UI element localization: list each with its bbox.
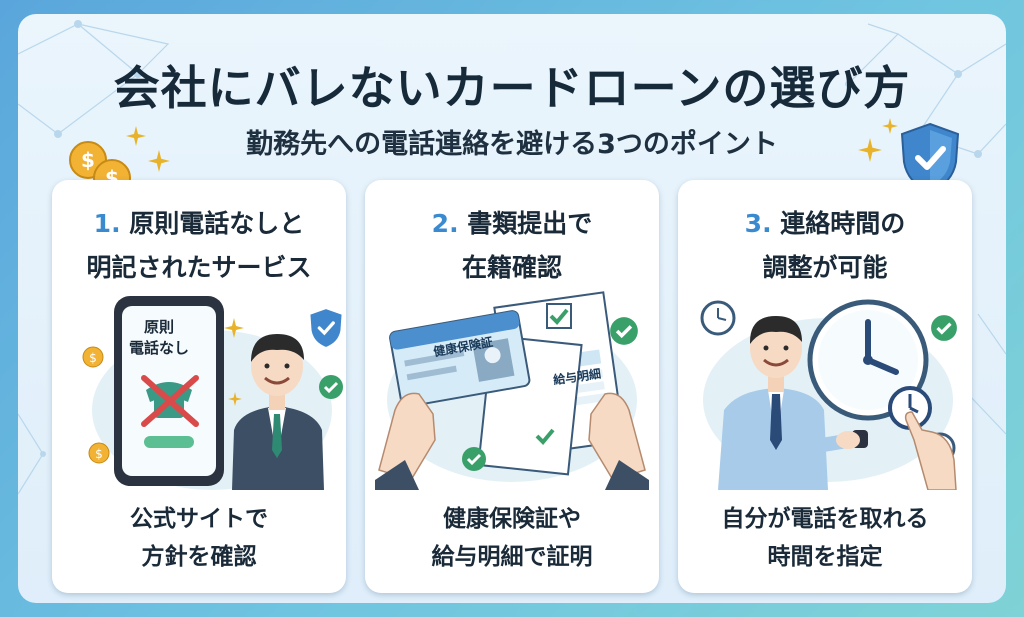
card-heading-line1: 書類提出で bbox=[467, 209, 593, 238]
businessman-icon bbox=[718, 316, 868, 490]
background-network bbox=[18, 20, 1006, 495]
clock-icon bbox=[888, 386, 932, 430]
id-card-icon bbox=[389, 310, 531, 408]
check-icon bbox=[535, 428, 555, 445]
svg-text:$: $ bbox=[81, 148, 95, 172]
svg-text:$: $ bbox=[95, 447, 103, 461]
card-heading: 3. 連絡時間の 調整が可能 bbox=[678, 202, 972, 290]
page-title: 会社にバレないカードローンの選び方 bbox=[113, 61, 911, 115]
clock-icon bbox=[807, 299, 929, 421]
coin-icon: $ bbox=[88, 442, 110, 464]
card-number: 3. bbox=[744, 209, 772, 238]
card-heading-line2: 在籍確認 bbox=[461, 253, 562, 282]
check-icon bbox=[462, 447, 486, 471]
point-card-1: 1. 原則電話なしと 明記されたサービス bbox=[52, 180, 346, 593]
point-card-3: 3. 連絡時間の 調整が可能 bbox=[678, 180, 972, 593]
caption-line2: 給与明細で証明 bbox=[431, 544, 593, 570]
card-heading-line2: 明記されたサービス bbox=[86, 253, 312, 282]
check-icon bbox=[610, 317, 638, 345]
caption-line2: 方針を確認 bbox=[141, 544, 257, 570]
svg-text:$: $ bbox=[89, 351, 97, 365]
content-panel: $ $ 会社にバレないカードローンの選び方 勤務先への電話連絡を避ける3つのポイ… bbox=[18, 14, 1006, 603]
card-heading-line1: 原則電話なしと bbox=[129, 209, 305, 238]
phone-crossed-icon bbox=[141, 375, 199, 427]
caption-line1: 健康保険証や bbox=[443, 506, 581, 532]
sparkle-icon bbox=[126, 126, 146, 146]
check-icon bbox=[319, 375, 343, 399]
card-caption: 健康保険証や 給与明細で証明 bbox=[365, 500, 659, 576]
documents-illustration bbox=[375, 291, 649, 490]
card-heading-line1: 連絡時間の bbox=[780, 209, 906, 238]
page-subtitle: 勤務先への電話連絡を避ける3つのポイント bbox=[246, 129, 778, 160]
caption-line1: 公式サイトで bbox=[130, 506, 268, 532]
card-heading: 2. 書類提出で 在籍確認 bbox=[365, 202, 659, 290]
sparkle-icon bbox=[148, 150, 170, 172]
sparkle-icon bbox=[858, 138, 882, 162]
card-heading-line2: 調整が可能 bbox=[762, 253, 888, 282]
caption-line2: 時間を指定 bbox=[767, 544, 883, 570]
sparkle-icon bbox=[882, 118, 898, 134]
card-heading: 1. 原則電話なしと 明記されたサービス bbox=[52, 202, 346, 290]
check-icon bbox=[931, 315, 957, 341]
phone-text-line1: 原則 bbox=[143, 318, 174, 336]
check-icon bbox=[546, 303, 572, 329]
sparkle-icon bbox=[228, 392, 242, 406]
point-card-2: 2. 書類提出で 在籍確認 bbox=[365, 180, 659, 593]
phone-screen-text: 原則 電話なし bbox=[119, 317, 199, 359]
phone-businessman-illustration bbox=[92, 296, 332, 490]
clock-businessman-illustration bbox=[700, 299, 957, 490]
shield-check-icon bbox=[310, 309, 342, 347]
phone-text-line2: 電話なし bbox=[128, 339, 189, 357]
clock-icon bbox=[700, 300, 736, 336]
card-number: 1. bbox=[93, 209, 121, 238]
card-caption: 公式サイトで 方針を確認 bbox=[52, 500, 346, 576]
card-number: 2. bbox=[431, 209, 459, 238]
card-caption: 自分が電話を取れる 時間を指定 bbox=[678, 500, 972, 576]
sparkle-icon bbox=[224, 318, 244, 338]
caption-line1: 自分が電話を取れる bbox=[721, 506, 929, 532]
coin-icon: $ bbox=[82, 346, 104, 368]
